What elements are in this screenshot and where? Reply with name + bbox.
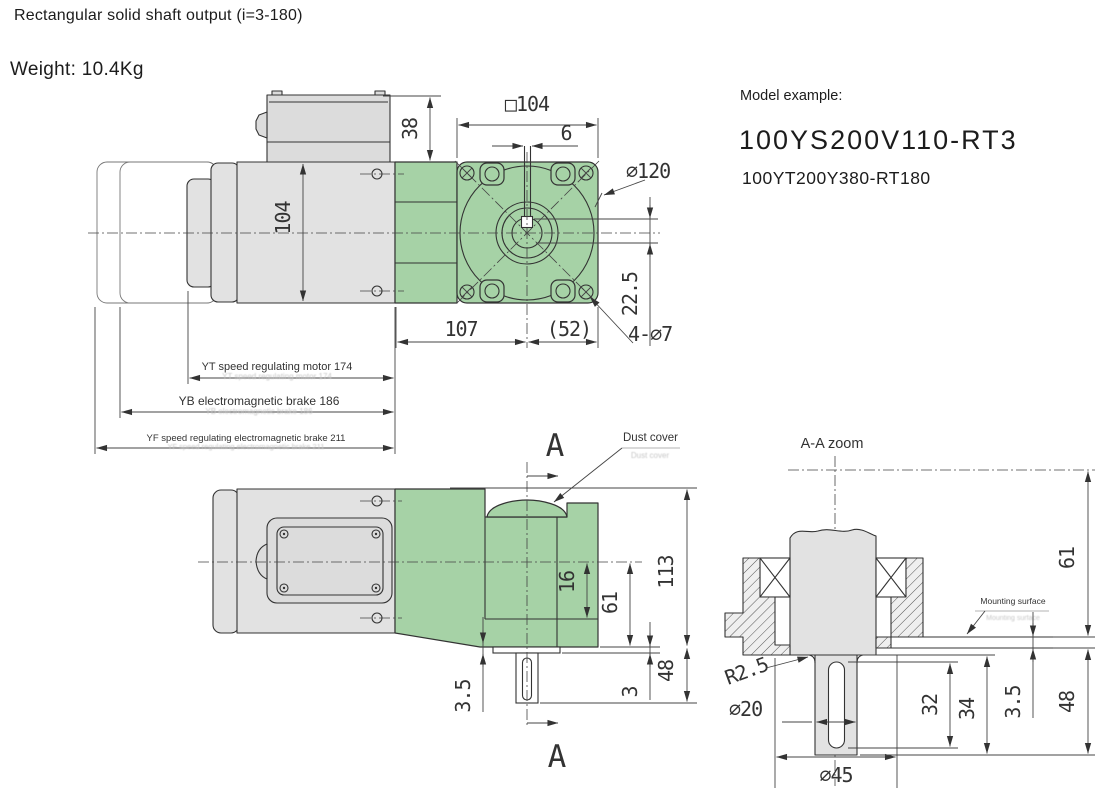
cable-gland-icon: [255, 111, 268, 139]
dia120-leader: [603, 179, 646, 196]
dust-cover-leader: [553, 447, 623, 503]
side-view: A A Dust cover Dust cover 113 61 16 3 48: [198, 428, 697, 775]
housing-section-left: [724, 557, 791, 656]
cover-left-tab: [255, 543, 268, 580]
model-number-primary: 100YS200V110-RT3: [739, 125, 1018, 155]
dim-104: 104: [271, 200, 295, 234]
assembly-bolt: [371, 168, 383, 180]
dim-r2.5: R2.5: [722, 652, 772, 690]
mounting-leader: [966, 610, 986, 635]
dim-61-section: 61: [1055, 547, 1079, 569]
dim-3.5: 3.5: [451, 679, 475, 712]
assembly-bolt: [371, 612, 383, 624]
housing-section-right-lower: [875, 636, 892, 649]
label-yf-brake: YF speed regulating electromagnetic brak…: [147, 433, 346, 444]
dim-38: 38: [398, 118, 422, 140]
dia120-leader-tail: [594, 192, 603, 208]
assembly-bolt: [371, 285, 383, 297]
dim-6: 6: [560, 121, 571, 145]
section-letter-top: A: [546, 428, 565, 464]
label-yt-motor: YT speed regulating motor 174: [202, 361, 353, 373]
output-boss-side: [492, 646, 561, 654]
terminal-cover-inner: [276, 526, 384, 596]
dim-113: 113: [654, 555, 678, 588]
top-view: 38 □104 6 104 ∅120 22.5: [88, 90, 673, 454]
page-title: Rectangular solid shaft output (i=3-180): [14, 7, 303, 24]
label-mounting-ghost: Mounting surface: [986, 615, 1040, 622]
label-yf-ghost: YF speed regulating electromagnetic brak…: [167, 442, 324, 451]
model-number-secondary: 100YT200Y380-RT180: [742, 168, 931, 188]
cover-screws: [279, 529, 381, 593]
dim-16: 16: [555, 571, 579, 593]
section-title: A-A zoom: [801, 436, 864, 452]
shaft-fillet: [808, 654, 816, 664]
bearing-left: [759, 557, 791, 598]
r2.5-leader: [765, 656, 809, 669]
weight-label: Weight: 10.4Kg: [10, 59, 144, 80]
dim-square-104: □104: [505, 92, 550, 116]
terminal-box-top: [255, 90, 391, 163]
dim-22.5: 22.5: [618, 272, 642, 316]
dim-48-section: 48: [1055, 691, 1079, 713]
dim-32: 32: [918, 694, 942, 716]
dim-52: (52): [547, 317, 591, 341]
dim-4xd7: 4-∅7: [628, 322, 672, 346]
dim-dia45: ∅45: [819, 763, 852, 787]
motor-mid-step: [210, 162, 240, 303]
assembly-bolt: [371, 495, 383, 507]
label-yb-brake: YB electromagnetic brake 186: [179, 394, 340, 408]
dim-48: 48: [654, 660, 678, 682]
dim-dia120: ∅120: [626, 159, 670, 183]
label-yb-ghost: YB electromagnetic brake 186: [205, 407, 313, 416]
diagonal-centerline: [454, 160, 600, 306]
label-yt-ghost: YT speed regulating motor 174: [222, 372, 332, 381]
flange-corner-tabs: [479, 162, 576, 303]
shaft-column-section: [789, 528, 877, 656]
section-view: A-A zoom: [722, 436, 1095, 788]
model-example-heading: Model example:: [740, 88, 843, 104]
dim-dia20: ∅20: [729, 697, 762, 721]
keyway-section: [827, 661, 846, 749]
label-dust-cover-ghost: Dust cover: [631, 451, 670, 460]
dim-61: 61: [598, 592, 622, 614]
gearbox-body-top: [394, 161, 458, 304]
dim-3.5-section: 3.5: [1001, 685, 1025, 718]
motor-rear-side: [212, 489, 240, 634]
label-mounting-surface: Mounting surface: [980, 596, 1045, 606]
bearing-right: [875, 557, 907, 598]
section-letter-bottom: A: [548, 739, 567, 775]
dim-3: 3: [618, 686, 642, 697]
holes-leader: [589, 296, 634, 344]
motor-body-top: [236, 161, 396, 304]
label-dust-cover: Dust cover: [623, 432, 678, 444]
gearbox-body-side: [394, 488, 599, 648]
terminal-box-body: [266, 94, 391, 163]
dim-107: 107: [444, 317, 477, 341]
dim-34: 34: [955, 697, 979, 720]
